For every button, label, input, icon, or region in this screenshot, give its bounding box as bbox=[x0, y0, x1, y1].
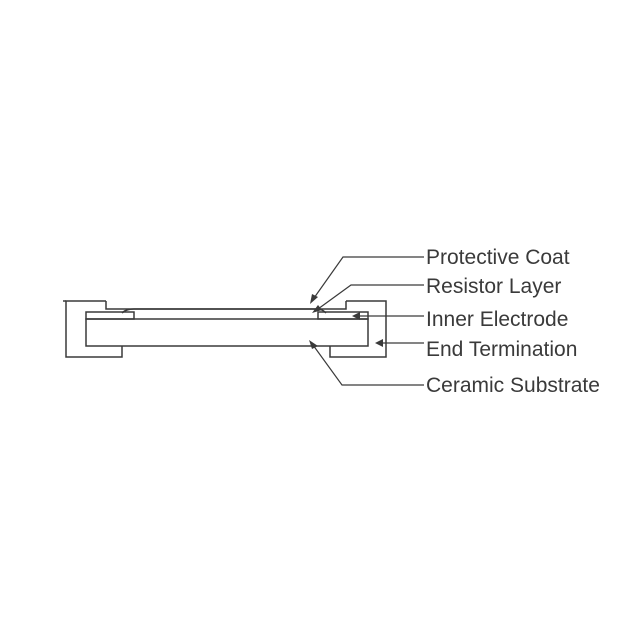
label-protective-coat: Protective Coat bbox=[426, 246, 570, 269]
resistor-layer bbox=[121, 308, 327, 314]
arrow-ceramic-substrate bbox=[309, 340, 318, 349]
arrow-protective-coat bbox=[310, 294, 318, 304]
leader-resistor-layer bbox=[317, 284, 424, 310]
leader-ceramic-substrate bbox=[312, 344, 424, 386]
label-end-termination: End Termination bbox=[426, 338, 577, 361]
arrow-end-termination bbox=[375, 339, 383, 347]
left-inner-electrode bbox=[85, 311, 135, 320]
label-inner-electrode: Inner Electrode bbox=[426, 308, 568, 331]
label-ceramic-substrate: Ceramic Substrate bbox=[426, 374, 600, 397]
leader-protective-coat bbox=[313, 256, 424, 299]
arrow-inner-electrode bbox=[352, 312, 360, 320]
arrow-resistor-layer bbox=[312, 305, 322, 313]
label-resistor-layer: Resistor Layer bbox=[426, 275, 561, 298]
protective-coat bbox=[105, 301, 347, 310]
ceramic-substrate bbox=[85, 318, 369, 347]
left-end-termination bbox=[65, 300, 123, 358]
right-end-termination bbox=[329, 300, 387, 358]
